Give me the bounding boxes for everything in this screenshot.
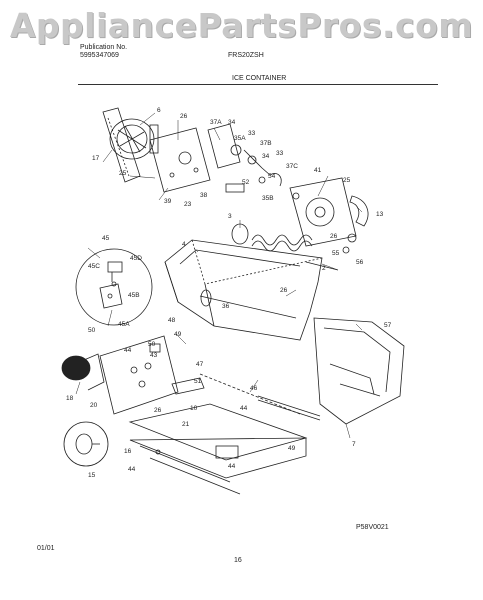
leader-lines [75,112,363,439]
callout-52: 52 [242,179,250,186]
callout-44b: 44 [240,405,248,412]
callout-44: 44 [124,347,132,354]
callout-34: 34 [228,119,236,126]
callout-26d: 26 [154,407,162,414]
callout-44c: 44 [128,466,136,473]
dispenser-door-part [313,317,405,425]
callout-57: 57 [384,322,392,329]
callout-36: 36 [222,303,230,310]
callout-23: 23 [184,201,192,208]
header-rule [78,84,438,85]
callout-37c: 37C [286,163,298,170]
section-title: ICE CONTAINER [232,75,287,82]
callout-56: 56 [356,259,364,266]
callout-50b: 50 [148,341,156,348]
callout-38: 38 [200,192,208,199]
callout-33: 33 [248,130,256,137]
callout-45b: 45B [128,292,140,299]
callout-21: 21 [182,421,190,428]
callout-45: 45 [102,235,110,242]
callout-3: 3 [228,213,232,220]
callout-41: 41 [314,167,322,174]
callout-25b: 25 [343,177,351,184]
callout-49: 49 [174,331,182,338]
callout-50: 50 [88,327,96,334]
callout-7: 7 [352,441,356,448]
dispenser-motor-part [61,353,105,391]
mounting-bracket-lower [99,335,179,415]
callout-44d: 44 [228,463,236,470]
callout-39: 39 [164,198,172,205]
page-number: 16 [234,557,242,564]
base-plate-part [128,403,308,495]
callout-49b: 49 [288,445,296,452]
callout-45a: 45A [118,321,130,328]
callout-18: 18 [66,395,74,402]
publication-label: Publication No. [80,44,128,51]
callout-43: 43 [150,352,158,359]
callout-46: 46 [250,385,258,392]
model-number: FRS20ZSH [228,52,264,59]
callout-2: 2 [322,265,326,272]
auger-rod-part [199,289,297,319]
callout-51: 51 [194,378,202,385]
solenoid-assembly-part [207,123,282,193]
crusher-housing-part [289,177,369,254]
drawing-code: P58V0021 [356,524,389,531]
callout-45d: 45D [130,255,142,262]
footer-date: 01/01 [37,545,55,552]
callout-33b: 33 [276,150,284,157]
callout-13: 13 [376,211,384,218]
callout-26c: 26 [280,287,288,294]
callout-10: 10 [190,405,198,412]
callout-35b: 35B [262,195,274,202]
mount-bracket-part [149,127,211,193]
callout-16: 16 [124,448,132,455]
callout-47: 47 [196,361,204,368]
callout-26b: 26 [330,233,338,240]
callout-6: 6 [157,107,161,114]
actuator-lever-part [171,373,321,421]
detail-circle-45 [75,248,153,326]
callout-37b: 37B [260,140,272,147]
callout-20: 20 [90,402,98,409]
callout-54: 54 [268,173,276,180]
callout-26: 26 [180,113,188,120]
callout-15: 15 [88,472,96,479]
callout-55: 55 [332,250,340,257]
callout-45c: 45C [88,263,100,270]
callout-48: 48 [168,317,176,324]
callout-35a: 35A [234,135,246,142]
callout-34b: 34 [262,153,270,160]
callout-25: 25 [119,170,127,177]
callout-17: 17 [92,155,100,162]
watermark-logo: AppliancePartsPros.com [9,6,474,45]
callout-37a: 37A [210,119,222,126]
publication-number: 5995347069 [80,52,119,59]
callout-4: 4 [182,241,186,248]
detail-circle-bulb [63,421,109,467]
back-plate-part [102,107,141,183]
